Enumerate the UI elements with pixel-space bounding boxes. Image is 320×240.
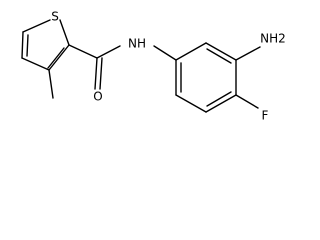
- bond-b4-b5: [205, 94, 237, 113]
- bond-n-aryl: [153, 45, 177, 61]
- bond-c5-s: [22, 19, 51, 33]
- bond-c2-carbonyl: [68, 44, 98, 59]
- benzene-ring: [175, 42, 237, 113]
- amino-group-label: NH2: [260, 32, 286, 46]
- bond-c3-c4: [21, 57, 50, 71]
- bond-b4-b5-inner: [206, 91, 232, 107]
- sulfur-atom-label: S: [51, 10, 59, 24]
- bond-s-c2: [59, 19, 70, 46]
- bond-c4-c5-inner: [26, 34, 29, 57]
- fluorine-atom-label: F: [262, 109, 269, 123]
- bond-fluoro: [235, 94, 259, 109]
- bond-b1-b2: [175, 42, 207, 61]
- bond-c2-c3-inner: [47, 47, 65, 69]
- chemical-structure: S NH O NH2 F: [21, 10, 286, 123]
- bond-c2-c3: [48, 44, 70, 71]
- bond-amino: [235, 46, 261, 61]
- bond-b2-b3-inner: [206, 48, 232, 64]
- bond-carbonyl-o-double: [99, 57, 103, 90]
- bond-methyl: [48, 69, 54, 99]
- thiophene-ring: [21, 19, 70, 71]
- bond-carbonyl-n: [96, 45, 121, 59]
- amide-nh-label: NH: [128, 37, 146, 51]
- bond-c4-c5: [21, 31, 24, 59]
- oxygen-atom-label: O: [93, 90, 102, 104]
- bond-b2-b3: [205, 42, 237, 61]
- bond-carbonyl-o: [94, 57, 98, 90]
- bond-b5-b6: [175, 94, 207, 113]
- amide-group: [68, 44, 177, 90]
